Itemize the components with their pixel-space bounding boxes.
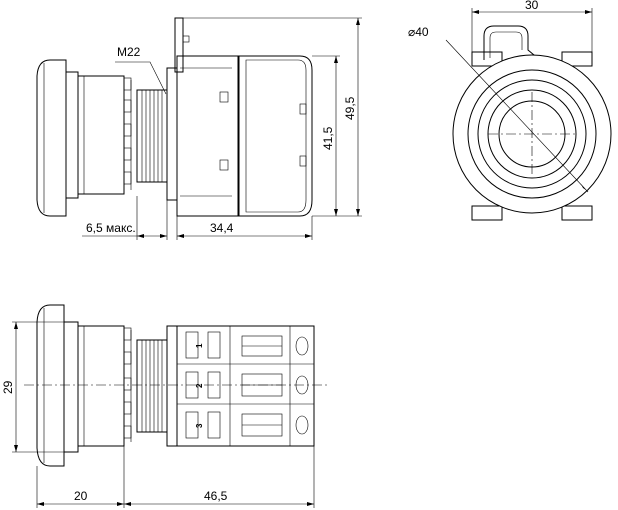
- corner-block-bl: [471, 205, 503, 221]
- terminal-label-3: 3: [195, 423, 204, 428]
- ring-circle-2: [477, 79, 587, 189]
- dim-protrusion-label: 6,5 макс.: [86, 221, 136, 235]
- front-clip: [483, 25, 541, 61]
- corner-block-tr: [561, 51, 593, 67]
- nut-ribs: [123, 77, 132, 190]
- dim-height-total-label: 49,5: [343, 96, 357, 120]
- clip-top: [174, 17, 184, 73]
- thread-leader: [115, 61, 167, 95]
- ribbed-nut: [77, 75, 125, 195]
- bottom-thread-lines: [141, 340, 163, 432]
- diameter-leader: [445, 39, 589, 193]
- thread-body: [136, 89, 168, 183]
- front-view: ⌀40 30: [408, 0, 612, 221]
- contact-housing: [176, 55, 240, 217]
- dim-head-length-label: 20: [74, 489, 88, 503]
- contact-block: [237, 55, 313, 217]
- terminal-label-1: 1: [195, 343, 204, 348]
- dim-height-small-label: 41,5: [321, 126, 335, 150]
- side-view: M22 6,5 макс. 34,4 41,5 49,5: [36, 17, 362, 240]
- bottom-view: 1 2 3 29 20 46,5: [1, 304, 330, 508]
- corner-block-tl: [471, 51, 503, 67]
- dim-body-depth-label: 34,4: [210, 221, 234, 235]
- thread-lines: [141, 90, 163, 182]
- dim-diameter-label: ⌀40: [408, 25, 429, 39]
- dim-body-length-label: 46,5: [204, 489, 228, 503]
- bottom-contact-stack: [176, 325, 315, 447]
- corner-block-br: [561, 205, 593, 221]
- bottom-mushroom-head: [36, 304, 65, 467]
- dim-head-height-label: 29: [1, 380, 15, 394]
- mounting-flange: [166, 67, 178, 201]
- bottom-nut-ribs: [123, 327, 132, 442]
- bottom-ribbed-nut: [77, 325, 125, 447]
- bottom-thread-body: [136, 339, 168, 433]
- head-collar: [65, 71, 79, 199]
- thread-label: M22: [117, 45, 141, 59]
- ring-circle-1: [467, 69, 597, 199]
- dim-width-label: 30: [525, 0, 539, 12]
- terminal-label-2: 2: [195, 383, 204, 388]
- mushroom-head: [36, 59, 67, 217]
